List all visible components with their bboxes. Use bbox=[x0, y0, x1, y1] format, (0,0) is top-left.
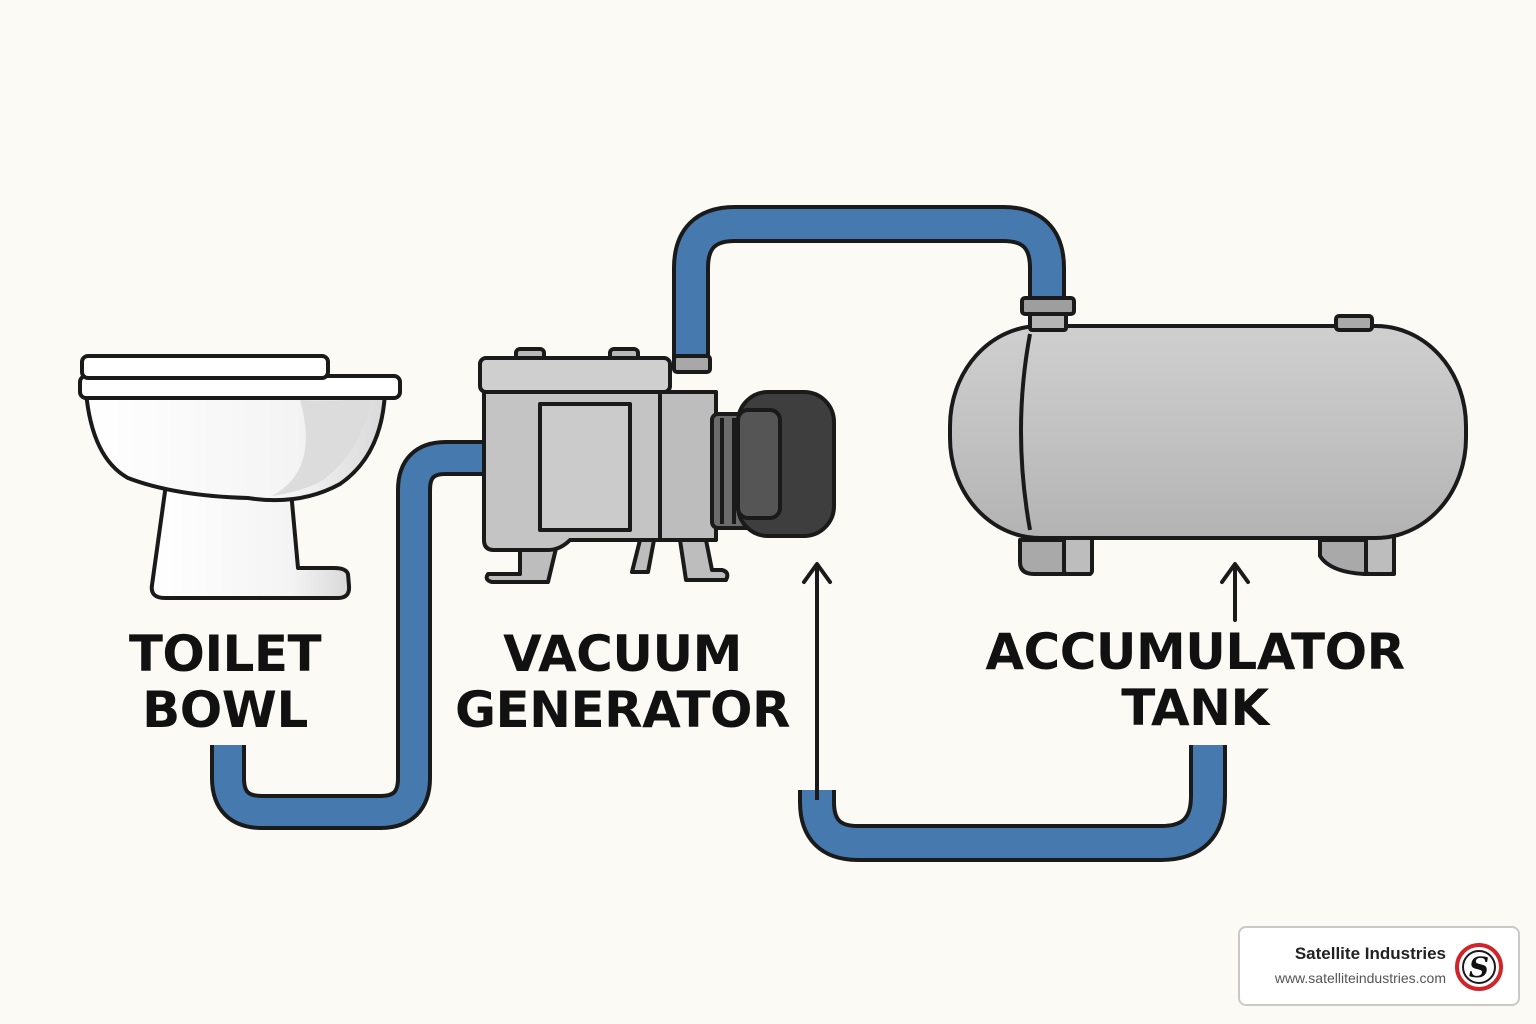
label-accumulator-line-1: ACCUMULATOR bbox=[985, 623, 1405, 681]
brand-name: Satellite Industries bbox=[1294, 944, 1446, 963]
toilet-bowl-icon bbox=[78, 354, 402, 600]
label-vacuum-line-2: GENERATOR bbox=[454, 681, 791, 739]
accumulator-tank-icon bbox=[948, 296, 1468, 576]
pipe-generator-to-tank-top bbox=[672, 205, 1066, 360]
label-vacuum-line-1: VACUUM bbox=[503, 625, 742, 683]
label-vacuum-generator: VACUUM GENERATOR bbox=[440, 626, 805, 738]
label-toilet-line-1: TOILET bbox=[128, 625, 322, 683]
label-toilet-bowl: TOILET BOWL bbox=[100, 626, 350, 738]
brand-url-link[interactable]: www.satelliteindustries.com bbox=[1274, 970, 1446, 986]
arrow-up-to-generator bbox=[802, 562, 832, 602]
label-toilet-line-2: BOWL bbox=[142, 681, 308, 739]
satellite-logo-icon: S bbox=[1455, 943, 1503, 991]
arrow-up-to-tank bbox=[1220, 562, 1250, 622]
brand-badge[interactable]: Satellite Industries www.satelliteindust… bbox=[1238, 926, 1520, 1006]
label-accumulator-line-2: TANK bbox=[1121, 679, 1269, 737]
pipe-tank-return bbox=[798, 578, 1227, 862]
logo-letter: S bbox=[1469, 951, 1489, 984]
label-accumulator-tank: ACCUMULATOR TANK bbox=[985, 624, 1405, 736]
vacuum-generator-icon bbox=[478, 347, 836, 584]
pipe-toilet-to-generator bbox=[210, 440, 482, 830]
